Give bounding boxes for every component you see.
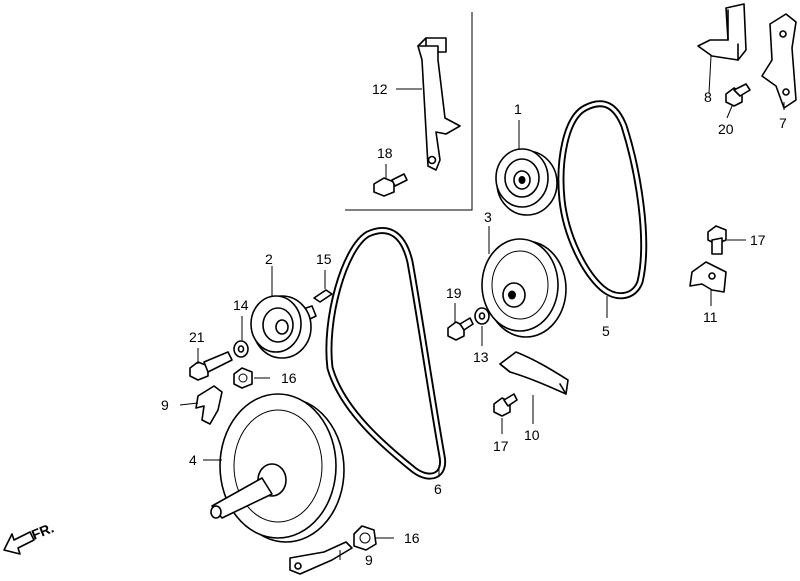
callout-14: 14 xyxy=(233,297,249,313)
front-arrow-icon xyxy=(3,531,35,555)
front-direction-indicator: FR. xyxy=(3,519,56,555)
leader-lines xyxy=(179,55,785,560)
callout-9-lower: 9 xyxy=(365,552,373,568)
part-7-bracket xyxy=(761,13,797,109)
callout-5: 5 xyxy=(602,323,610,339)
callout-4: 4 xyxy=(189,452,197,468)
part-20-bolt xyxy=(725,83,751,107)
callout-21: 21 xyxy=(189,329,205,345)
part-16-nut-lower xyxy=(353,525,377,551)
part-2-pulley xyxy=(250,295,317,359)
callout-1: 1 xyxy=(514,101,522,117)
callout-labels: 1 2 3 4 5 6 7 8 9 9 10 11 12 13 14 15 16… xyxy=(161,81,787,568)
part-9-bracket-lower xyxy=(289,541,353,575)
callout-17-middle: 17 xyxy=(493,438,509,454)
part-19-bolt xyxy=(447,317,474,341)
callout-19: 19 xyxy=(446,285,462,301)
callout-18: 18 xyxy=(377,145,393,161)
callout-16-lower: 16 xyxy=(404,530,420,546)
part-5-belt xyxy=(557,100,648,300)
callout-9-upper: 9 xyxy=(161,397,169,413)
callout-20: 20 xyxy=(718,121,734,137)
part-11-clip xyxy=(689,261,727,293)
front-direction-label: FR. xyxy=(29,519,56,542)
part-9-bracket-upper xyxy=(195,385,223,425)
part-6-belt xyxy=(325,227,447,480)
callout-3: 3 xyxy=(484,209,492,225)
part-14-washer xyxy=(233,340,249,358)
part-16-nut-upper xyxy=(233,367,253,389)
part-8-bracket xyxy=(697,3,747,61)
callout-17-upper: 17 xyxy=(750,232,766,248)
callout-8: 8 xyxy=(704,89,712,105)
callout-2: 2 xyxy=(265,251,273,267)
part-17-bolt-upper xyxy=(707,225,727,255)
part-15-key xyxy=(313,289,333,303)
callout-11: 11 xyxy=(703,309,718,325)
part-4-pulley xyxy=(210,393,345,543)
callout-13: 13 xyxy=(473,349,489,365)
callout-12: 12 xyxy=(372,81,388,97)
part-18-bolt xyxy=(373,173,408,197)
callout-15: 15 xyxy=(316,251,332,267)
part-12-bracket xyxy=(417,37,461,171)
part-10-guard xyxy=(499,351,569,395)
callout-16-upper: 16 xyxy=(281,370,297,386)
part-21-bolt xyxy=(189,351,233,381)
callout-7: 7 xyxy=(779,115,787,131)
part-3-pulley xyxy=(481,238,567,338)
part-13-washer xyxy=(474,307,490,325)
callout-6: 6 xyxy=(434,481,442,497)
callout-10: 10 xyxy=(524,427,540,443)
part-17-bolt-middle xyxy=(493,393,518,417)
part-1-pulley xyxy=(495,148,558,216)
subassembly-frame xyxy=(345,12,473,211)
